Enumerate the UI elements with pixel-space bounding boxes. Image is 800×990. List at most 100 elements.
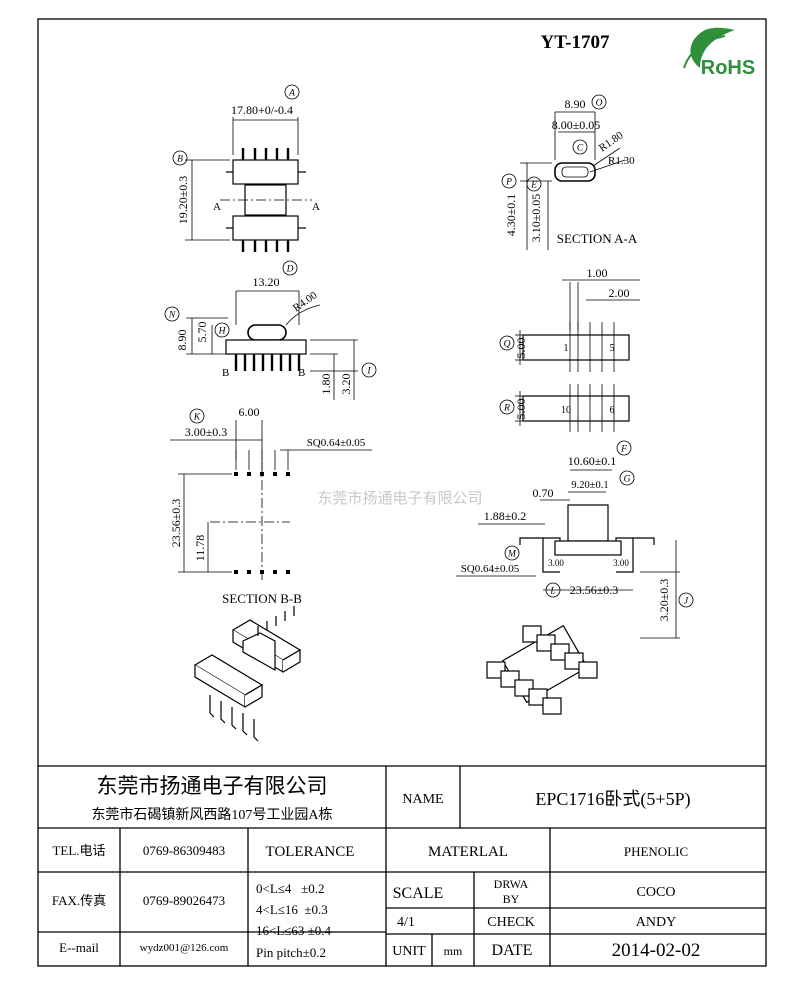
balloon-f-circle (616, 440, 632, 456)
balloon-e: E (530, 181, 537, 191)
dim-side-h: 5.00 (514, 338, 528, 359)
dim-top-height: 19.20±0.3 (176, 176, 190, 225)
balloon-n: N (168, 311, 176, 321)
tel-label: TEL.电话 (52, 843, 105, 858)
balloon-r-circle (499, 399, 515, 415)
section-b-b-view: 6.00 3.00±0.3 SQ0.64±0.05 23.56±0.3 11.7… (169, 405, 372, 606)
rohs-text: RoHS (701, 57, 755, 79)
balloon-k-circle (189, 408, 205, 424)
dim-end-width: 10.60±0.1 (568, 454, 617, 468)
balloon-m-circle (504, 545, 520, 561)
dim-sec-h1: 4.30±0.1 (504, 194, 518, 237)
dim-end-span: 23.56±0.3 (570, 583, 619, 597)
front-view-pin (270, 354, 274, 371)
isometric-pin (220, 701, 226, 724)
balloon-n-circle (164, 306, 180, 322)
balloon-l: L (549, 587, 555, 597)
footprint-pad (234, 570, 238, 574)
footprint-pad (234, 472, 238, 476)
balloon-e-circle (526, 176, 542, 192)
dim-end-left: 1.88±0.2 (484, 509, 527, 523)
balloon-j: J (684, 597, 689, 607)
drawn-by-value: COCO (637, 885, 676, 900)
dim-fp-h: 23.56±0.3 (169, 499, 183, 548)
end-view: 10.60±0.1 9.20±0.1 0.70 1.88±0.2 3.00 3.… (456, 454, 680, 639)
drawn-by-label-1: DRWA (494, 877, 529, 891)
scale-label: SCALE (393, 885, 444, 902)
tolerance-label: TOLERANCE (266, 844, 355, 860)
balloon-m: M (507, 550, 517, 560)
balloon-f: F (620, 445, 627, 455)
dim-end-pin: SQ0.64±0.05 (461, 563, 520, 575)
balloon-k: K (193, 413, 201, 423)
balloon-i-circle (361, 362, 377, 378)
front-view-pin (297, 354, 301, 371)
dim-sec-r2: R1.30 (608, 155, 635, 167)
footprint-pad (273, 570, 277, 574)
front-view-pin (261, 354, 265, 371)
balloon-l-circle (545, 582, 561, 598)
dim-front-h2: 5.70 (195, 322, 209, 343)
dim-sec-h2: 3.10±0.05 (529, 194, 543, 243)
side-pin-num-6: 6 (610, 405, 615, 416)
front-view-pin (234, 354, 238, 371)
section-mark-b-right: B (298, 367, 305, 379)
front-view-pin (288, 354, 292, 371)
dim-fp-pin: SQ0.64±0.05 (307, 437, 366, 449)
balloon-g: G (624, 475, 631, 485)
balloon-b-circle (172, 150, 188, 166)
balloon-a: A (288, 89, 295, 99)
footprint-pad (286, 570, 290, 574)
isometric-pin (231, 707, 237, 730)
dim-end-gap: 0.70 (533, 486, 554, 500)
balloon-h: H (218, 327, 227, 337)
material-label: MATERLAL (428, 844, 508, 860)
date-value: 2014-02-02 (612, 940, 701, 961)
top-view-pin (286, 240, 290, 252)
front-view-pin (252, 354, 256, 371)
balloon-q-circle (499, 335, 515, 351)
balloon-j-circle (678, 592, 694, 608)
email-value: wydz001@126.com (140, 942, 229, 954)
balloon-r: R (503, 404, 510, 414)
top-view-pin (275, 240, 279, 252)
dim-fp-pitch: 6.00 (239, 405, 260, 419)
balloon-c-circle (572, 139, 588, 155)
material-value: PHENOLIC (624, 844, 688, 859)
balloon-c: C (577, 144, 584, 154)
dim-side-pitch: 1.00 (587, 266, 608, 280)
side-pin-num-10: 10 (561, 405, 571, 416)
front-view: 13.20 R4.00 8.90 5.70 1.80 3.20 B B (175, 275, 358, 400)
tolerance-row-3: 16<L≤63 ±0.4 (256, 923, 332, 938)
dim-end-small-r: 3.00 (613, 558, 629, 568)
section-a-a-view: 8.90 8.00±0.05 R1.80 R1.30 4.30±0.1 3.10… (504, 97, 638, 250)
balloon-p-circle (501, 173, 517, 189)
side-pin-num-1: 1 (564, 343, 569, 354)
isometric-pin (242, 713, 248, 736)
side-pin-num-5: 5 (610, 343, 615, 354)
name-value: EPC1716卧式(5+5P) (535, 789, 690, 810)
balloon-a-circle (284, 84, 300, 100)
top-view-pin (241, 148, 245, 160)
top-view-pin (241, 240, 245, 252)
top-view: 17.80+0/-0.4 19.20±0.3 A A (176, 103, 320, 252)
section-mark-a-left: A (213, 201, 221, 213)
name-label: NAME (402, 792, 443, 807)
dim-front-h1: 8.90 (175, 330, 189, 351)
isometric-block (578, 661, 598, 679)
tolerance-row-2: 4<L≤16 ±0.3 (256, 902, 328, 917)
front-view-pin (279, 354, 283, 371)
check-value: ANDY (636, 915, 676, 930)
tolerance-row-4: Pin pitch±0.2 (256, 945, 326, 960)
footprint-pad (247, 570, 251, 574)
isometric-pin (253, 719, 259, 742)
top-view-pin (275, 148, 279, 160)
part-code: YT-1707 (541, 32, 610, 53)
dim-sec-r1: R1.80 (597, 129, 626, 154)
footprint-pad (260, 472, 264, 476)
balloon-q: Q (504, 340, 511, 350)
isometric-pin (209, 695, 215, 718)
balloon-o: O (596, 99, 603, 109)
section-aa-label: SECTION A-A (557, 231, 638, 246)
title-block: 东莞市扬通电子有限公司 东莞市石碣镇新风西路107号工业园A栋 NAME EPC… (38, 765, 766, 966)
